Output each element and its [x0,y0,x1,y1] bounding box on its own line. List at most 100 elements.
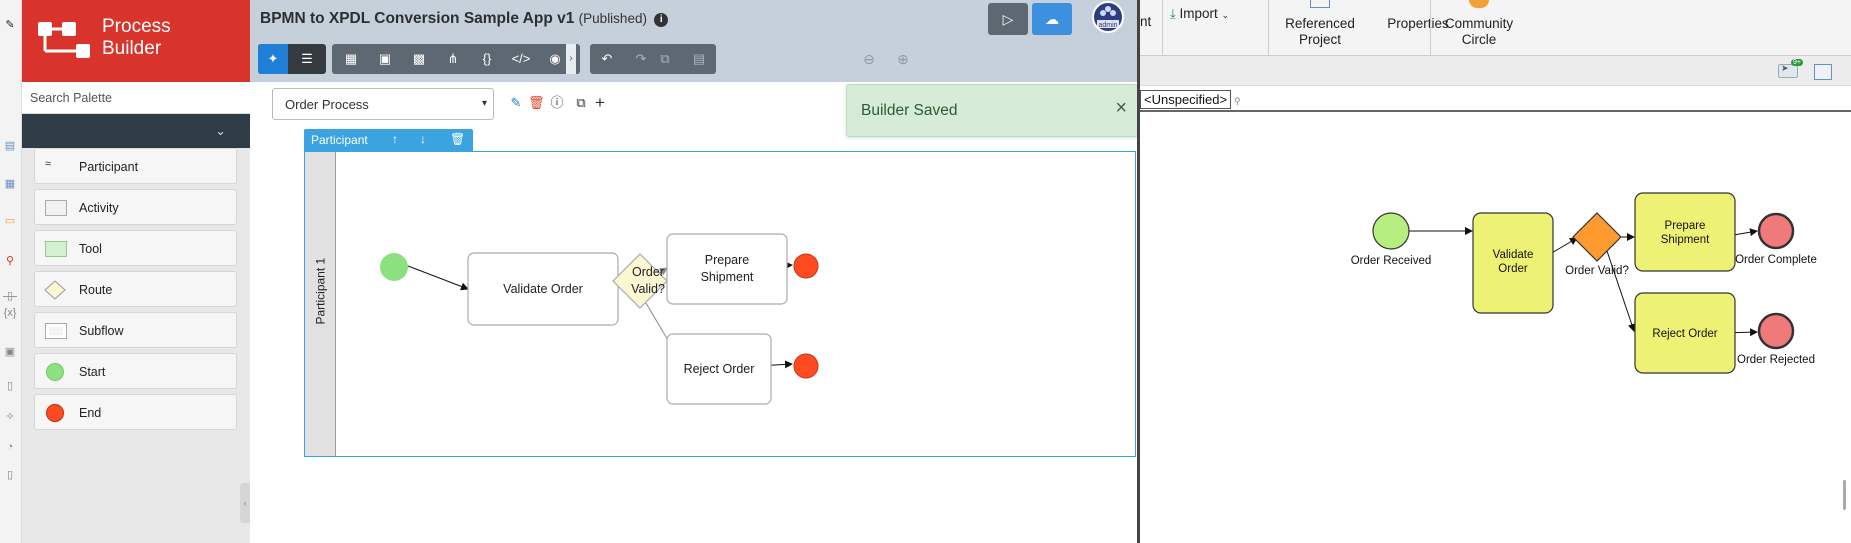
end-event-complete[interactable] [1757,212,1795,250]
copy-button[interactable]: ⧉ [650,44,680,74]
process-info-icon[interactable]: ⓘ [550,95,564,110]
document-icon[interactable]: ▤ [4,140,16,152]
copy-icon: ⧉ [660,51,670,66]
flow-gateway-to-reject[interactable] [1605,247,1636,332]
notes-icon[interactable]: ▯ [6,469,14,481]
svg-text:Order Rejected: Order Rejected [1737,354,1815,366]
search-icon[interactable]: ⚲ [1234,96,1241,106]
palette-item-participant[interactable]: ≈ Participant [34,148,237,184]
gateway-order-valid[interactable] [1572,212,1622,262]
megaphone-icon: ➤ [1781,63,1789,73]
notifications-button[interactable]: ➤ 9+ [1778,59,1803,78]
task-reject-order[interactable] [1634,292,1736,374]
activity-prepare-shipment[interactable] [666,233,788,305]
start-event[interactable] [1372,212,1410,250]
toolbar-scroll-right[interactable]: › [566,44,576,74]
route-order-valid[interactable] [612,253,668,309]
info-icon[interactable]: i [654,13,669,27]
redo-button[interactable]: ↷ [626,44,656,74]
activity-reject-order[interactable] [666,333,772,405]
search-palette-input[interactable] [22,82,250,113]
layout-toggle-icon[interactable] [1814,64,1832,80]
add-process-icon[interactable]: + [595,93,605,112]
paste-button[interactable]: ▤ [684,44,714,74]
move-down-icon[interactable]: ↓ [420,132,426,146]
palette-item-end[interactable]: End [34,394,237,430]
gauge-icon[interactable]: ◔ [6,441,14,453]
palette-category-selector[interactable]: ⌄ [22,114,250,148]
image-icon[interactable]: ▣ [4,346,16,358]
project-icon [1310,0,1330,8]
collapse-palette-handle[interactable]: ‹ [240,483,250,523]
task-validate-order[interactable] [1472,212,1554,314]
undo-button[interactable]: ↶ [592,44,622,74]
file-icon[interactable]: ▯ [6,380,14,392]
history-group: ↶ ↷ [590,44,658,74]
org-chart-icon: ▦ [344,51,358,66]
vertical-scrollbar[interactable] [1843,480,1846,510]
move-up-icon[interactable]: ↑ [392,132,398,146]
svg-text:Reject Order: Reject Order [1652,328,1717,340]
list-icon: ☰ [301,51,313,66]
tool-icon [45,241,67,257]
zoom-out-icon[interactable]: ⊖ [863,51,875,67]
close-icon[interactable]: × [1115,97,1127,119]
participant-toolbar: Participant ↑ ↓ 🗑 [304,129,473,151]
community-circle-button[interactable]: Community Circle [1434,0,1524,48]
list-view-button[interactable]: ☰ [292,44,322,74]
tool-mapping-button[interactable]: ▩ [404,44,434,74]
plugin-icon[interactable]: ✧ [5,411,15,423]
edit-icon[interactable]: ✎ [5,19,15,31]
hierarchy-icon[interactable]: ⚲ [5,255,15,267]
deploy-button[interactable]: ☁ [1032,3,1072,35]
end-event-complete[interactable] [793,253,819,279]
delete-process-icon[interactable]: 🗑 [528,95,545,110]
svg-text:Shipment: Shipment [1661,234,1710,246]
undo-icon: ↶ [601,51,613,66]
end-event-rejected[interactable] [1757,312,1795,350]
avatar[interactable]: admin [1092,1,1124,33]
xpdl-diagram: Order Received Validate Order Order Vali… [1351,192,1817,374]
palette-item-tool[interactable]: Tool [34,230,237,266]
import-menu[interactable]: ⤓ Import ⌄ [1170,6,1230,21]
xpdl-source-button[interactable]: </> [506,44,536,74]
task-prepare-shipment[interactable] [1634,192,1736,272]
duplicate-process-icon[interactable]: ⧉ [576,95,586,110]
activity-mapping-button[interactable]: ▣ [370,44,400,74]
screenshot-button[interactable]: ◉ [540,44,570,74]
delete-participant-icon[interactable]: 🗑 [450,132,466,146]
end-event-rejected[interactable] [793,353,819,379]
process-select[interactable]: Order Process ▾ [272,88,494,120]
chevron-down-icon: ▾ [481,98,487,109]
route-mapping-button[interactable]: ⋔ [438,44,468,74]
edit-process-icon[interactable]: ✎ [510,95,522,110]
performer-filter[interactable]: <Unspecified> [1140,90,1232,109]
variables-button[interactable]: {} [472,44,502,74]
start-event[interactable] [380,253,408,281]
route-icon [44,280,66,300]
svg-text:Valid?: Valid? [631,282,665,296]
palette-item-activity[interactable]: Activity [34,189,237,225]
structure-button[interactable]: ▦ [336,44,366,74]
palette-item-subflow[interactable]: Subflow [34,312,237,348]
design-view-button[interactable]: ✦ [258,44,288,74]
flow-start-to-validate[interactable] [407,265,469,291]
code-icon: </> [511,51,531,66]
referenced-project-button[interactable]: Referenced Project [1270,0,1370,48]
zoom-in-icon[interactable]: ⊕ [897,51,909,67]
table-icon[interactable]: ▦ [4,178,16,190]
activity-validate-order[interactable] [467,252,619,326]
monitor-icon[interactable]: ▭ [4,215,16,227]
svg-text:Order Received: Order Received [1351,255,1432,267]
palette-item-start[interactable]: Start [34,353,237,389]
camera-icon: ◉ [549,51,561,66]
performer-filter-bar: <Unspecified> ⚲ [1140,86,1851,112]
participant-lane[interactable]: Participant 1 [305,152,336,456]
run-app-button[interactable]: ▷ [988,3,1028,35]
variable-icon[interactable]: {x} [3,307,17,319]
palette-item-route[interactable]: Route [34,271,237,307]
properties-button[interactable]: Properties [1387,16,1449,31]
branch-icon: ⋔ [447,51,459,66]
process-builder-window: Process Builder ⌄ ≈ Participant Activity… [22,0,1137,543]
